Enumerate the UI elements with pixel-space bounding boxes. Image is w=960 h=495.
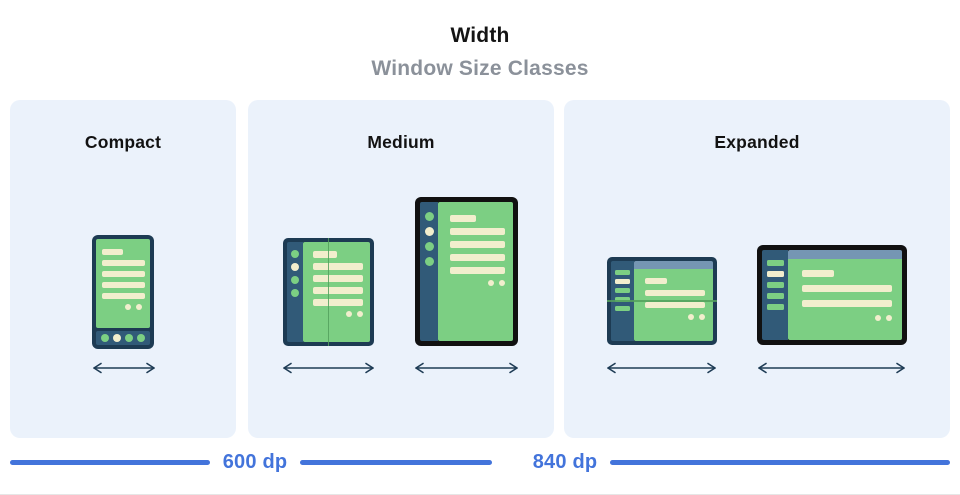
section-expanded: Expanded xyxy=(564,100,950,438)
desktop-landscape-illustration xyxy=(757,245,907,345)
drawer-item xyxy=(615,306,630,311)
app-top-bar xyxy=(634,261,713,269)
overflow-dots xyxy=(102,304,142,310)
overflow-dots xyxy=(645,314,705,320)
rail-dot xyxy=(424,212,434,221)
nav-rail xyxy=(420,202,438,341)
rail-dot xyxy=(424,227,434,236)
rail-dot xyxy=(291,289,299,297)
content-line xyxy=(645,302,705,308)
drawer-item xyxy=(766,293,784,299)
section-title-compact: Compact xyxy=(84,132,162,152)
breakpoint-label-600dp: 600 dp xyxy=(222,451,288,473)
overflow-dots xyxy=(450,280,505,286)
breakpoint-line-segment xyxy=(10,460,210,465)
content-line xyxy=(313,251,337,258)
content-line xyxy=(102,249,123,255)
section-compact: Compact xyxy=(10,100,236,438)
foldable-landscape-illustration xyxy=(607,257,717,345)
content-line xyxy=(313,287,363,294)
content-line xyxy=(102,260,145,266)
page-title: Width xyxy=(450,24,510,47)
width-arrow-icon xyxy=(415,362,518,374)
content-line xyxy=(450,254,505,261)
drawer-item xyxy=(615,288,630,293)
content-line xyxy=(313,275,363,282)
tablet-screen xyxy=(438,202,513,341)
content-line xyxy=(802,300,892,307)
landscape-screen xyxy=(788,259,902,340)
nav-dot xyxy=(101,334,109,342)
drawer-item xyxy=(615,279,630,284)
tablet-portrait-illustration xyxy=(415,197,518,346)
content-line xyxy=(450,241,505,248)
width-arrow-icon xyxy=(283,362,374,374)
nav-drawer xyxy=(762,250,788,340)
rail-dot xyxy=(291,263,299,271)
breakpoint-line-segment xyxy=(300,460,492,465)
content-line xyxy=(102,282,145,288)
nav-dot xyxy=(137,334,145,342)
nav-rail xyxy=(287,242,303,342)
drawer-item xyxy=(766,260,784,266)
phone-screen xyxy=(96,239,150,328)
rail-dot xyxy=(424,257,434,266)
section-title-medium: Medium xyxy=(367,132,435,152)
app-top-bar xyxy=(788,250,902,259)
fold-crease xyxy=(327,238,330,346)
drawer-item xyxy=(615,297,630,302)
content-line xyxy=(802,270,834,277)
drawer-item xyxy=(766,282,784,288)
foldable-screen xyxy=(303,242,370,342)
phone-illustration xyxy=(92,235,154,349)
content-line xyxy=(645,290,705,296)
breakpoint-label-840dp: 840 dp xyxy=(532,451,598,473)
drawer-item xyxy=(615,270,630,275)
content-line xyxy=(450,267,505,274)
content-line xyxy=(802,285,892,292)
width-arrow-icon xyxy=(758,362,905,374)
drawer-item xyxy=(766,271,784,277)
rail-dot xyxy=(424,242,434,251)
content-line xyxy=(313,299,363,306)
content-line xyxy=(102,293,145,299)
page-subtitle: Window Size Classes xyxy=(371,57,589,80)
landscape-screen xyxy=(634,269,713,341)
width-arrow-icon xyxy=(607,362,716,374)
rail-dot xyxy=(291,250,299,258)
content-line xyxy=(450,228,505,235)
phone-nav-bar xyxy=(96,331,150,345)
nav-dot xyxy=(125,334,133,342)
nav-dot xyxy=(113,334,121,342)
content-line xyxy=(102,271,145,277)
overflow-dots xyxy=(313,311,363,317)
header: Width Window Size Classes xyxy=(0,24,960,81)
breakpoint-line-segment xyxy=(610,460,950,465)
rail-dot xyxy=(291,276,299,284)
drawer-item xyxy=(766,304,784,310)
section-title-expanded: Expanded xyxy=(714,132,800,152)
content-line xyxy=(313,263,363,270)
fold-crease xyxy=(607,300,717,302)
content-pane xyxy=(634,261,713,341)
section-medium: Medium xyxy=(248,100,554,438)
width-arrow-icon xyxy=(93,362,155,374)
content-line xyxy=(645,278,667,284)
overflow-dots xyxy=(802,315,892,321)
foldable-portrait-illustration xyxy=(283,238,374,346)
content-pane xyxy=(788,250,902,340)
content-line xyxy=(450,215,476,222)
